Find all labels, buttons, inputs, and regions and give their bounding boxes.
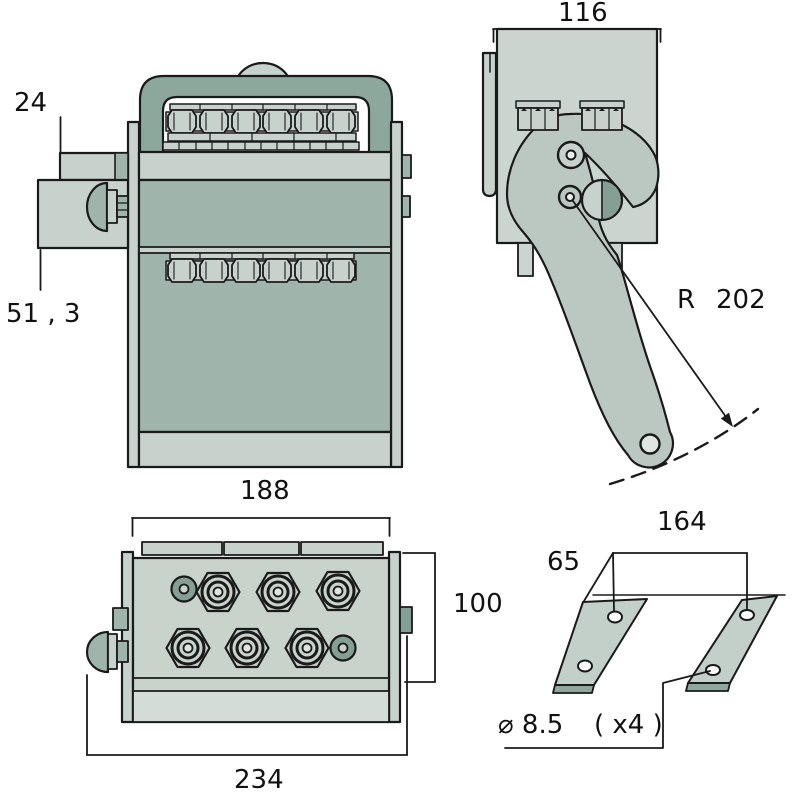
dim-label-51-3: 51 , 3	[6, 299, 81, 329]
mount-plate-left	[552, 598, 648, 694]
front-view-dimensions	[39, 116, 62, 291]
bottom-knob	[85, 630, 129, 674]
side-fitting-groups	[515, 100, 625, 131]
mount-plate-right	[685, 595, 778, 692]
radius-label-202: 202	[716, 285, 766, 315]
left-bracket	[36, 151, 130, 250]
right-side-plate	[389, 120, 404, 469]
front-view	[36, 61, 412, 469]
dim-label-234: 234	[234, 765, 284, 795]
dim-label-164: 164	[657, 507, 707, 537]
body-mid-strip	[138, 246, 392, 254]
body-main-panel	[137, 178, 393, 434]
dim-label-188: 188	[240, 476, 290, 506]
dim-label-116: 116	[558, 0, 608, 28]
dim-100-lines	[402, 552, 436, 683]
hole-callout-leader	[504, 670, 711, 749]
dim-234-lines	[86, 635, 408, 756]
plates-view	[504, 552, 786, 749]
radius-label-r: R	[677, 285, 696, 315]
swing-arc	[608, 407, 760, 486]
release-knob	[85, 181, 109, 233]
body-top-band	[137, 150, 393, 182]
bottom-right-plate	[387, 550, 402, 724]
side-foot-left	[517, 242, 534, 277]
hole-count-label: ( x4 )	[594, 710, 663, 740]
hole-diameter-label: ⌀ 8.5	[498, 710, 564, 740]
lower-fitting-row	[165, 252, 357, 283]
pilot-ports	[170, 575, 357, 662]
dim-label-100: 100	[453, 589, 503, 619]
lever-end-hole	[639, 433, 661, 455]
bottom-view	[85, 517, 436, 756]
side-view	[481, 27, 760, 486]
top-fitting-row	[162, 103, 360, 151]
hex-couplings	[165, 570, 361, 669]
bottom-left-plate	[120, 550, 135, 724]
dim-label-24: 24	[14, 88, 48, 118]
right-tab-lower	[401, 195, 411, 218]
body-bottom-band	[137, 430, 393, 469]
cam-roller	[580, 178, 624, 222]
bottom-right-tab	[399, 606, 413, 634]
dim-188-lines	[131, 517, 391, 537]
left-side-plate	[126, 120, 141, 469]
release-lever	[505, 112, 675, 469]
dim-label-65: 65	[547, 547, 581, 577]
side-left-bracket	[481, 51, 498, 198]
bottom-left-tab	[112, 607, 129, 631]
dim-164-lines	[583, 552, 748, 612]
radius-dimension	[572, 200, 733, 427]
right-tab-upper	[401, 154, 412, 179]
